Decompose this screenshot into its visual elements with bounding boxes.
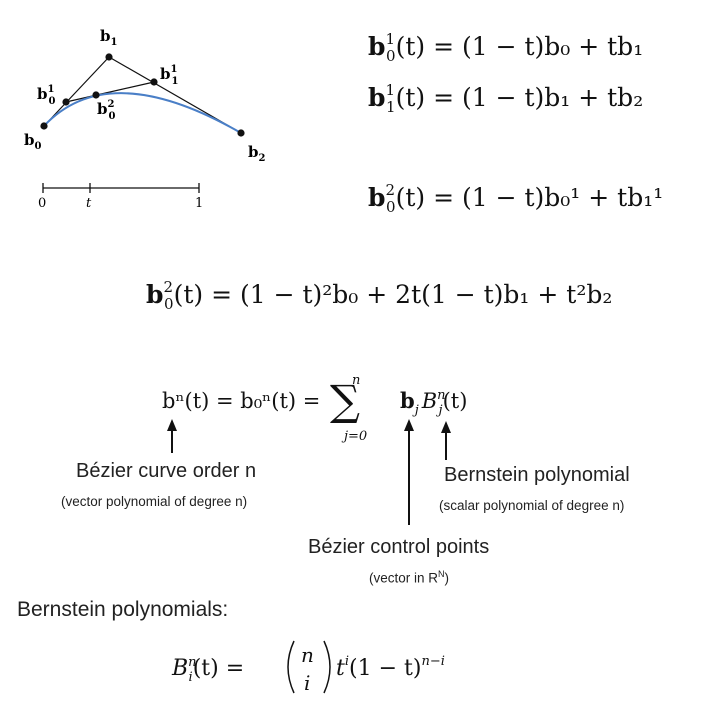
point-b01 (62, 98, 70, 106)
slider-label-start: 0 (38, 196, 46, 211)
label-b2: b2 (248, 143, 266, 164)
sum-upper-limit: n (352, 373, 360, 388)
bernstein-label: Bernstein polynomial (444, 464, 630, 486)
binom-right-paren (323, 640, 331, 694)
point-b1 (105, 53, 113, 61)
curve-order-note: (vector polynomial of degree n) (61, 494, 248, 509)
sum-symbol: ∑ (330, 376, 360, 425)
arrowhead-curve-order (167, 419, 177, 431)
binom-top: n (301, 643, 314, 667)
parameter-slider: 0 t 1 (38, 183, 203, 211)
curve-order-label: Bézier curve order n (76, 460, 257, 482)
label-b0: b0 (24, 131, 42, 152)
arrowhead-control-points (404, 419, 414, 431)
arrowhead-bernstein (441, 421, 451, 433)
intermediate-segment (65, 81, 155, 103)
point-b11 (150, 78, 158, 86)
sum-lower-limit: j=0 (341, 429, 367, 444)
formula-lhs: bⁿ(t) = b₀ⁿ(t) = (162, 389, 320, 413)
control-points-note: (vector in RN) (369, 569, 450, 586)
label-b1: b1 (100, 27, 117, 48)
control-points-label: Bézier control points (308, 536, 490, 558)
slider-label-t: t (86, 196, 92, 211)
binom-bottom: i (304, 671, 310, 695)
bezier-curve (43, 92, 242, 134)
slider-label-end: 1 (195, 196, 203, 211)
bernstein-section-title: Bernstein polynomials: (17, 598, 229, 621)
point-b0 (40, 122, 48, 130)
point-b2 (237, 129, 245, 137)
binom-left-paren (287, 640, 295, 694)
bernstein-note: (scalar polynomial of degree n) (439, 498, 625, 513)
point-b02 (92, 91, 100, 99)
control-polygon-edge-b0-b1 (43, 56, 110, 127)
bernstein-rhs: ti(1 − t)n−i (336, 654, 445, 681)
